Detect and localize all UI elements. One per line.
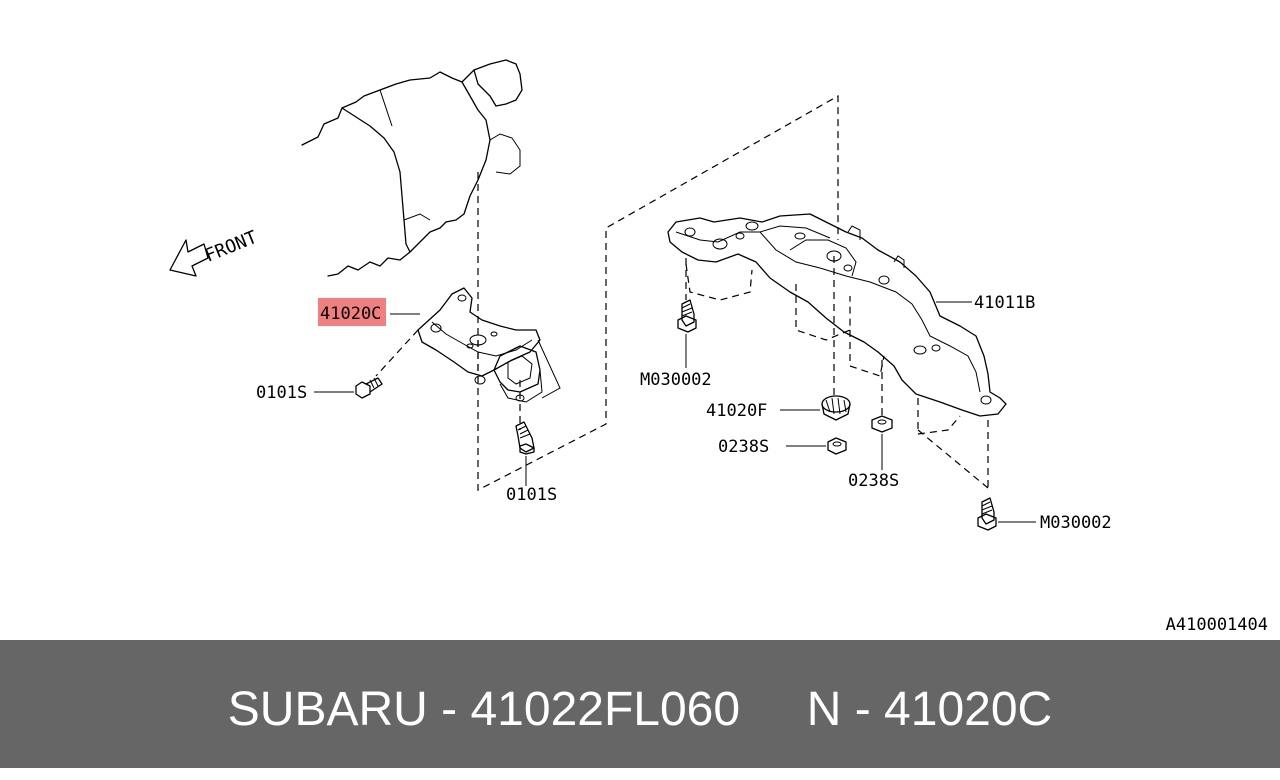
callout-bolt-left-member[interactable]: M030002 xyxy=(640,370,712,390)
callout-bolt-lower[interactable]: 0101S xyxy=(506,485,557,505)
guide-lines xyxy=(375,94,989,492)
callout-bolt-left[interactable]: 0101S xyxy=(256,383,307,403)
callout-highlight xyxy=(318,298,386,326)
nut-mount-icon xyxy=(827,437,847,455)
bolt-left-icon xyxy=(355,377,383,399)
transmission-housing xyxy=(301,59,523,277)
callout-nut-right[interactable]: 0238S xyxy=(848,471,899,491)
nut-right-icon xyxy=(871,415,893,433)
callout-mount[interactable]: 41020F xyxy=(706,401,767,421)
callout-nut-mount[interactable]: 0238S xyxy=(718,437,769,457)
bolt-right-member-icon xyxy=(977,497,997,531)
callout-crossmember[interactable]: 41011B xyxy=(974,293,1035,313)
footer-text: SUBARU - 41022FL060 N - 41020C xyxy=(227,683,1053,736)
callout-bracket[interactable]: 41020C xyxy=(320,304,381,324)
transmission-bracket xyxy=(417,287,561,403)
callout-bolt-right-member[interactable]: M030002 xyxy=(1040,513,1112,533)
parts-diagram: FRONT xyxy=(169,59,1268,635)
front-label: FRONT xyxy=(202,227,260,267)
mount-icon xyxy=(821,395,851,421)
crossmember xyxy=(667,213,1007,417)
bolt-lower-icon xyxy=(515,421,535,455)
bolt-left-member-icon xyxy=(677,299,697,333)
footer-bar: SUBARU - 41022FL060 N - 41020C xyxy=(0,640,1280,768)
front-arrow-icon xyxy=(169,239,209,277)
diagram-code: A410001404 xyxy=(1166,615,1268,635)
callout-leaders xyxy=(314,313,1036,523)
